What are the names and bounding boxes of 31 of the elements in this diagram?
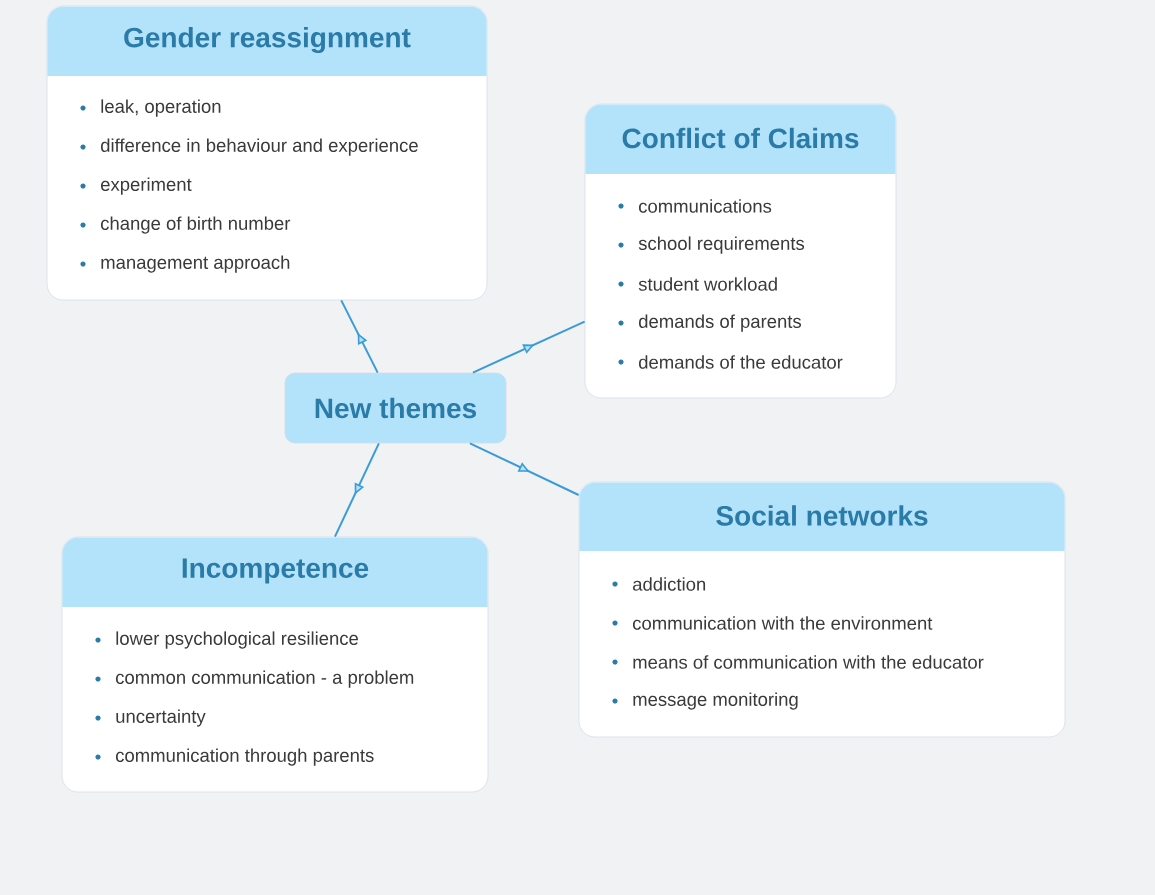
topic-card (46, 5, 488, 301)
list-item: management approach (80, 255, 290, 273)
list-item: difference in behaviour and experience (80, 138, 418, 156)
list-item: message monitoring (612, 692, 798, 710)
card-heading: Conflict of Claims (622, 127, 859, 149)
arrow (469, 442, 580, 496)
topic-card (61, 536, 489, 793)
card-heading: Incompetence (182, 558, 369, 584)
arrow (333, 442, 380, 538)
arrow (471, 320, 586, 374)
list-item: communications (618, 199, 772, 213)
list-item: communication through parents (95, 748, 374, 766)
list-item: leak, operation (80, 99, 221, 117)
list-item: lower psychological resilience (95, 631, 358, 649)
list-item: student workload (618, 277, 777, 291)
list-item: addiction (612, 577, 706, 591)
list-item: uncertainty (95, 709, 206, 727)
list-item: experiment (80, 177, 192, 195)
card-heading: Social networks (716, 505, 928, 526)
topic-card (578, 481, 1066, 738)
topic-card (584, 103, 897, 399)
list-item: demands of parents (618, 314, 801, 332)
topic-box: New themes (284, 372, 507, 444)
arrow (340, 299, 379, 374)
list-item: common communication - a problem (95, 670, 414, 688)
list-item: communication with the environment (612, 616, 933, 630)
list-item: school requirements (618, 236, 805, 254)
list-item: means of communication with the educator (612, 655, 984, 669)
list-item: change of birth number (80, 216, 291, 234)
card-heading: Gender reassignment (124, 26, 411, 54)
list-item: demands of the educator (618, 355, 843, 369)
